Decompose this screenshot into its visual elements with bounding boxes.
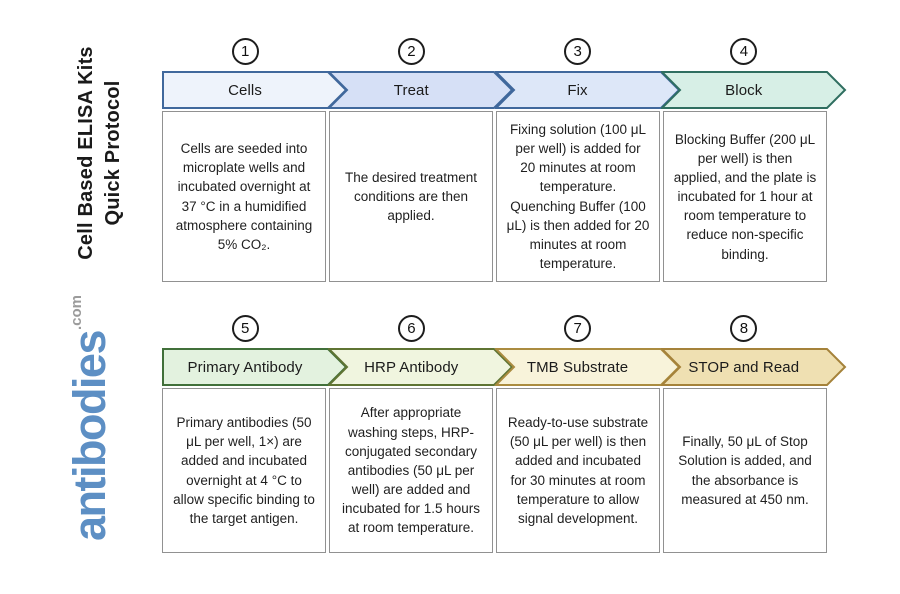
step-number-badge: 1: [231, 38, 259, 65]
step-description: Finally, 50 μL of Stop Solution is added…: [663, 388, 827, 553]
step-description: Primary antibodies (50 μL per well, 1×) …: [162, 388, 326, 553]
step-numbers-row: 1 2 3 4: [162, 38, 827, 65]
step-descriptions-row: Cells are seeded into microplate wells a…: [162, 111, 827, 283]
step-number-badge: 6: [397, 315, 425, 342]
step-number-badge: 5: [231, 315, 259, 342]
protocol-row-1: 1 2 3 4 Cells Treat Fix Block Cells are seeded…: [162, 38, 847, 283]
step-label: Primary Antibody: [187, 358, 303, 376]
step-label: Treat: [393, 81, 429, 99]
step-number-cell: 6: [328, 315, 494, 342]
step-arrow: Treat: [328, 71, 514, 109]
step-arrows-row: Cells Treat Fix Block: [162, 71, 847, 109]
step-descriptions-row: Primary antibodies (50 μL per well, 1×) …: [162, 388, 827, 553]
step-label: STOP and Read: [688, 358, 800, 376]
step-label: TMB Substrate: [526, 358, 629, 376]
step-description: Ready-to-use substrate (50 μL per well) …: [496, 388, 660, 553]
brand-logo-text: antibodies: [64, 331, 115, 542]
page-title: Cell Based ELISA Kits Quick Protocol: [71, 35, 129, 271]
step-arrow: HRP Antibody: [328, 348, 514, 386]
step-number-cell: 4: [661, 38, 827, 65]
step-arrow-shape: [660, 71, 847, 109]
step-number-badge: 4: [730, 38, 758, 65]
step-label: HRP Antibody: [364, 358, 459, 376]
step-arrow: Primary Antibody: [162, 348, 348, 386]
step-numbers-row: 5 6 7 8: [162, 315, 827, 342]
step-label: Fix: [567, 81, 588, 99]
step-label: Cells: [228, 81, 262, 99]
step-number-cell: 7: [495, 315, 661, 342]
step-number-badge: 3: [564, 38, 592, 65]
step-number-cell: 1: [162, 38, 328, 65]
step-arrow-shape: [660, 348, 847, 386]
protocol-row-2: 5 6 7 8 Primary Antibody HRP Antibody TMB Sub…: [162, 315, 847, 553]
step-number-cell: 3: [495, 38, 661, 65]
brand-logo-suffix: .com: [68, 294, 85, 330]
step-arrow: Cells: [162, 71, 348, 109]
step-description: The desired treatment conditions are the…: [329, 111, 493, 283]
step-description: After appropriate washing steps, HRP-con…: [329, 388, 493, 553]
page-title-line1: Cell Based ELISA Kits: [75, 46, 97, 260]
step-number-badge: 7: [564, 315, 592, 342]
step-number-cell: 2: [328, 38, 494, 65]
step-arrow: STOP and Read: [660, 348, 847, 386]
step-arrow: Fix: [494, 71, 681, 109]
step-number-cell: 5: [162, 315, 328, 342]
step-arrow: Block: [660, 71, 847, 109]
brand-logo: antibodies .com: [61, 285, 139, 551]
step-number-badge: 2: [397, 38, 425, 65]
step-arrow: TMB Substrate: [494, 348, 681, 386]
step-description: Fixing solution (100 μL per well) is add…: [496, 111, 660, 283]
step-arrows-row: Primary Antibody HRP Antibody TMB Substrat…: [162, 348, 847, 386]
step-description: Blocking Buffer (200 μL per well) is the…: [663, 111, 827, 283]
step-number-badge: 8: [730, 315, 758, 342]
page-title-line2: Quick Protocol: [102, 80, 124, 226]
step-description: Cells are seeded into microplate wells a…: [162, 111, 326, 283]
step-number-cell: 8: [661, 315, 827, 342]
step-label: Block: [725, 81, 763, 99]
